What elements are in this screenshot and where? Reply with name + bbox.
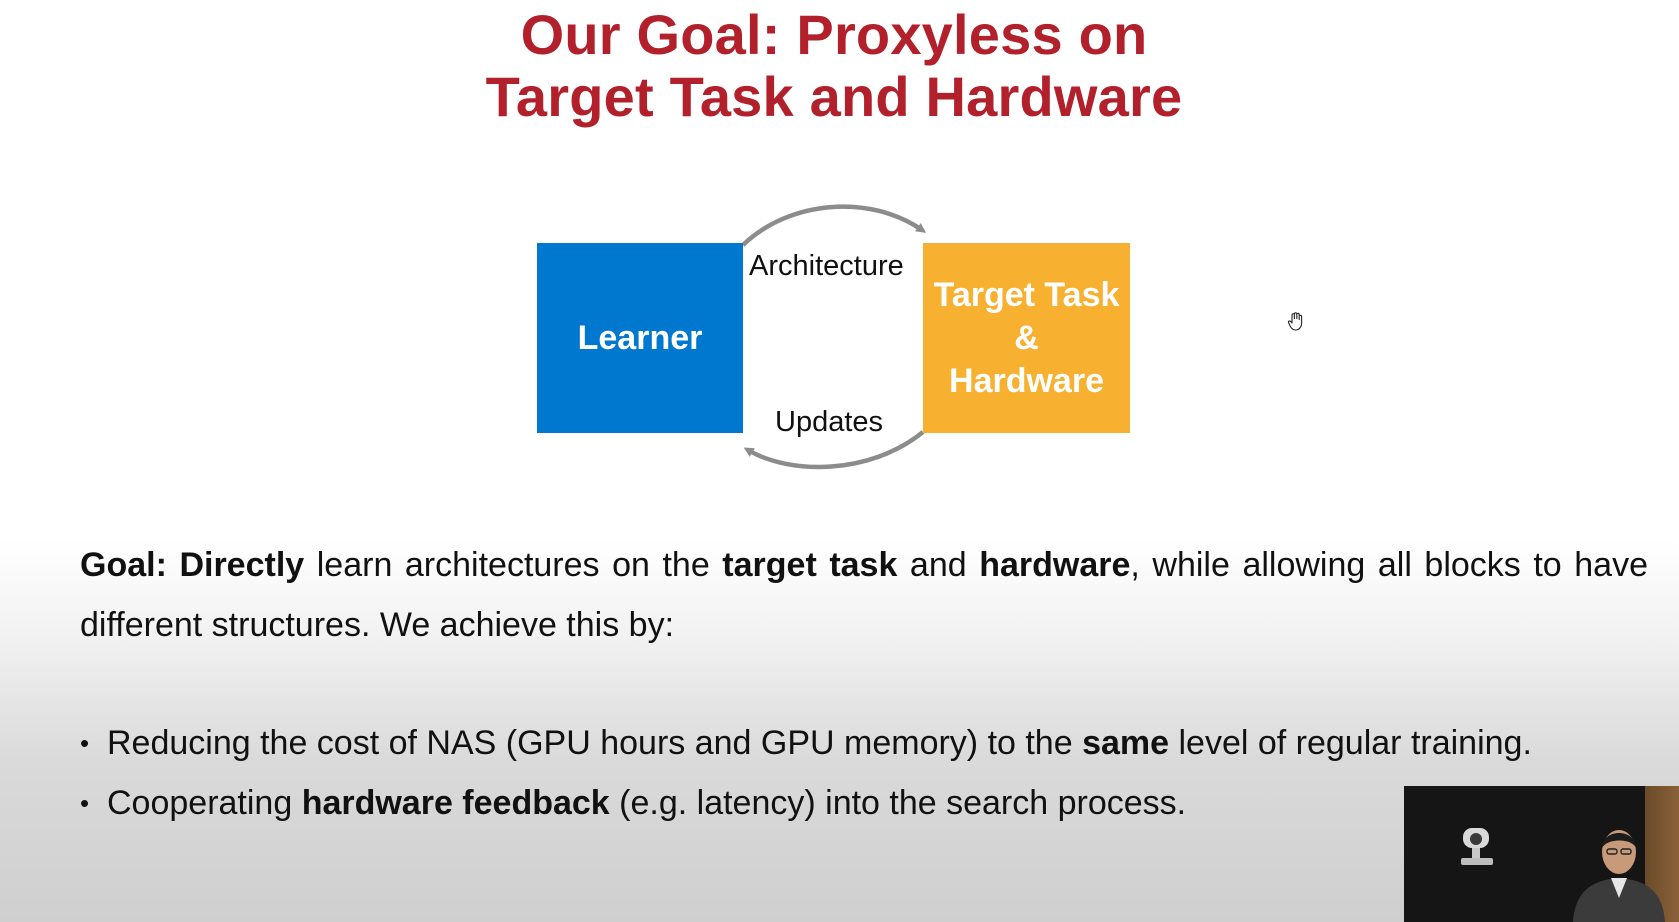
goal-text-1: learn architectures on the [304,546,723,584]
bullet-text: Cooperating [107,784,302,822]
slide-title-line-2: Target Task and Hardware [485,65,1183,128]
bullet-text: (e.g. latency) into the search process. [609,784,1187,822]
bullet-marker: • [80,728,90,758]
bullet-text: Reducing the cost of NAS (GPU hours and … [107,724,1083,762]
target-label-line-1: Target Task [933,275,1120,314]
bullet-marker: • [80,788,90,818]
bullet-bold: same [1082,724,1170,762]
goal-paragraph: Goal: Directly learn architectures on th… [80,535,1648,655]
learner-label: Learner [577,318,703,357]
goal-target-task: target task [722,546,898,584]
target-task-hardware-box: Target Task & Hardware [923,243,1130,433]
goal-hardware: hardware [979,546,1131,584]
target-label-line-3: Hardware [949,361,1104,400]
speaker-webcam-feed [1404,786,1679,922]
slide-title: Our Goal: Proxyless on Target Task and H… [0,4,1668,128]
target-label-line-2: & [1014,318,1039,357]
goal-lead: Goal: Directly [80,546,305,584]
bullet-text: level of regular training. [1169,724,1532,762]
approach-bullet-list: • Reducing the cost of NAS (GPU hours and… [80,713,1648,833]
bullet-hardware-feedback: • Cooperating hardware feedback (e.g. lat… [80,773,1648,833]
updates-label: Updates [775,406,884,438]
bullet-bold: hardware feedback [301,784,610,822]
goal-text-3: , while allowing all blocks to have diff… [80,546,1648,644]
video-camera-icon [1461,828,1493,865]
architecture-search-diagram: Learner Target Task & Hardware Architect… [530,200,1140,470]
hand-cursor-icon [1287,312,1303,331]
speaker-silhouette [1573,830,1665,922]
bullet-reduce-cost: • Reducing the cost of NAS (GPU hours and… [80,713,1648,773]
architecture-label: Architecture [749,250,904,282]
slide-title-line-1: Our Goal: Proxyless on [520,3,1148,66]
updates-arrow [743,430,925,470]
goal-text-2: and [897,546,980,584]
cycle-arrows [741,204,927,470]
learner-box: Learner [537,243,743,433]
architecture-arrow [741,204,927,247]
